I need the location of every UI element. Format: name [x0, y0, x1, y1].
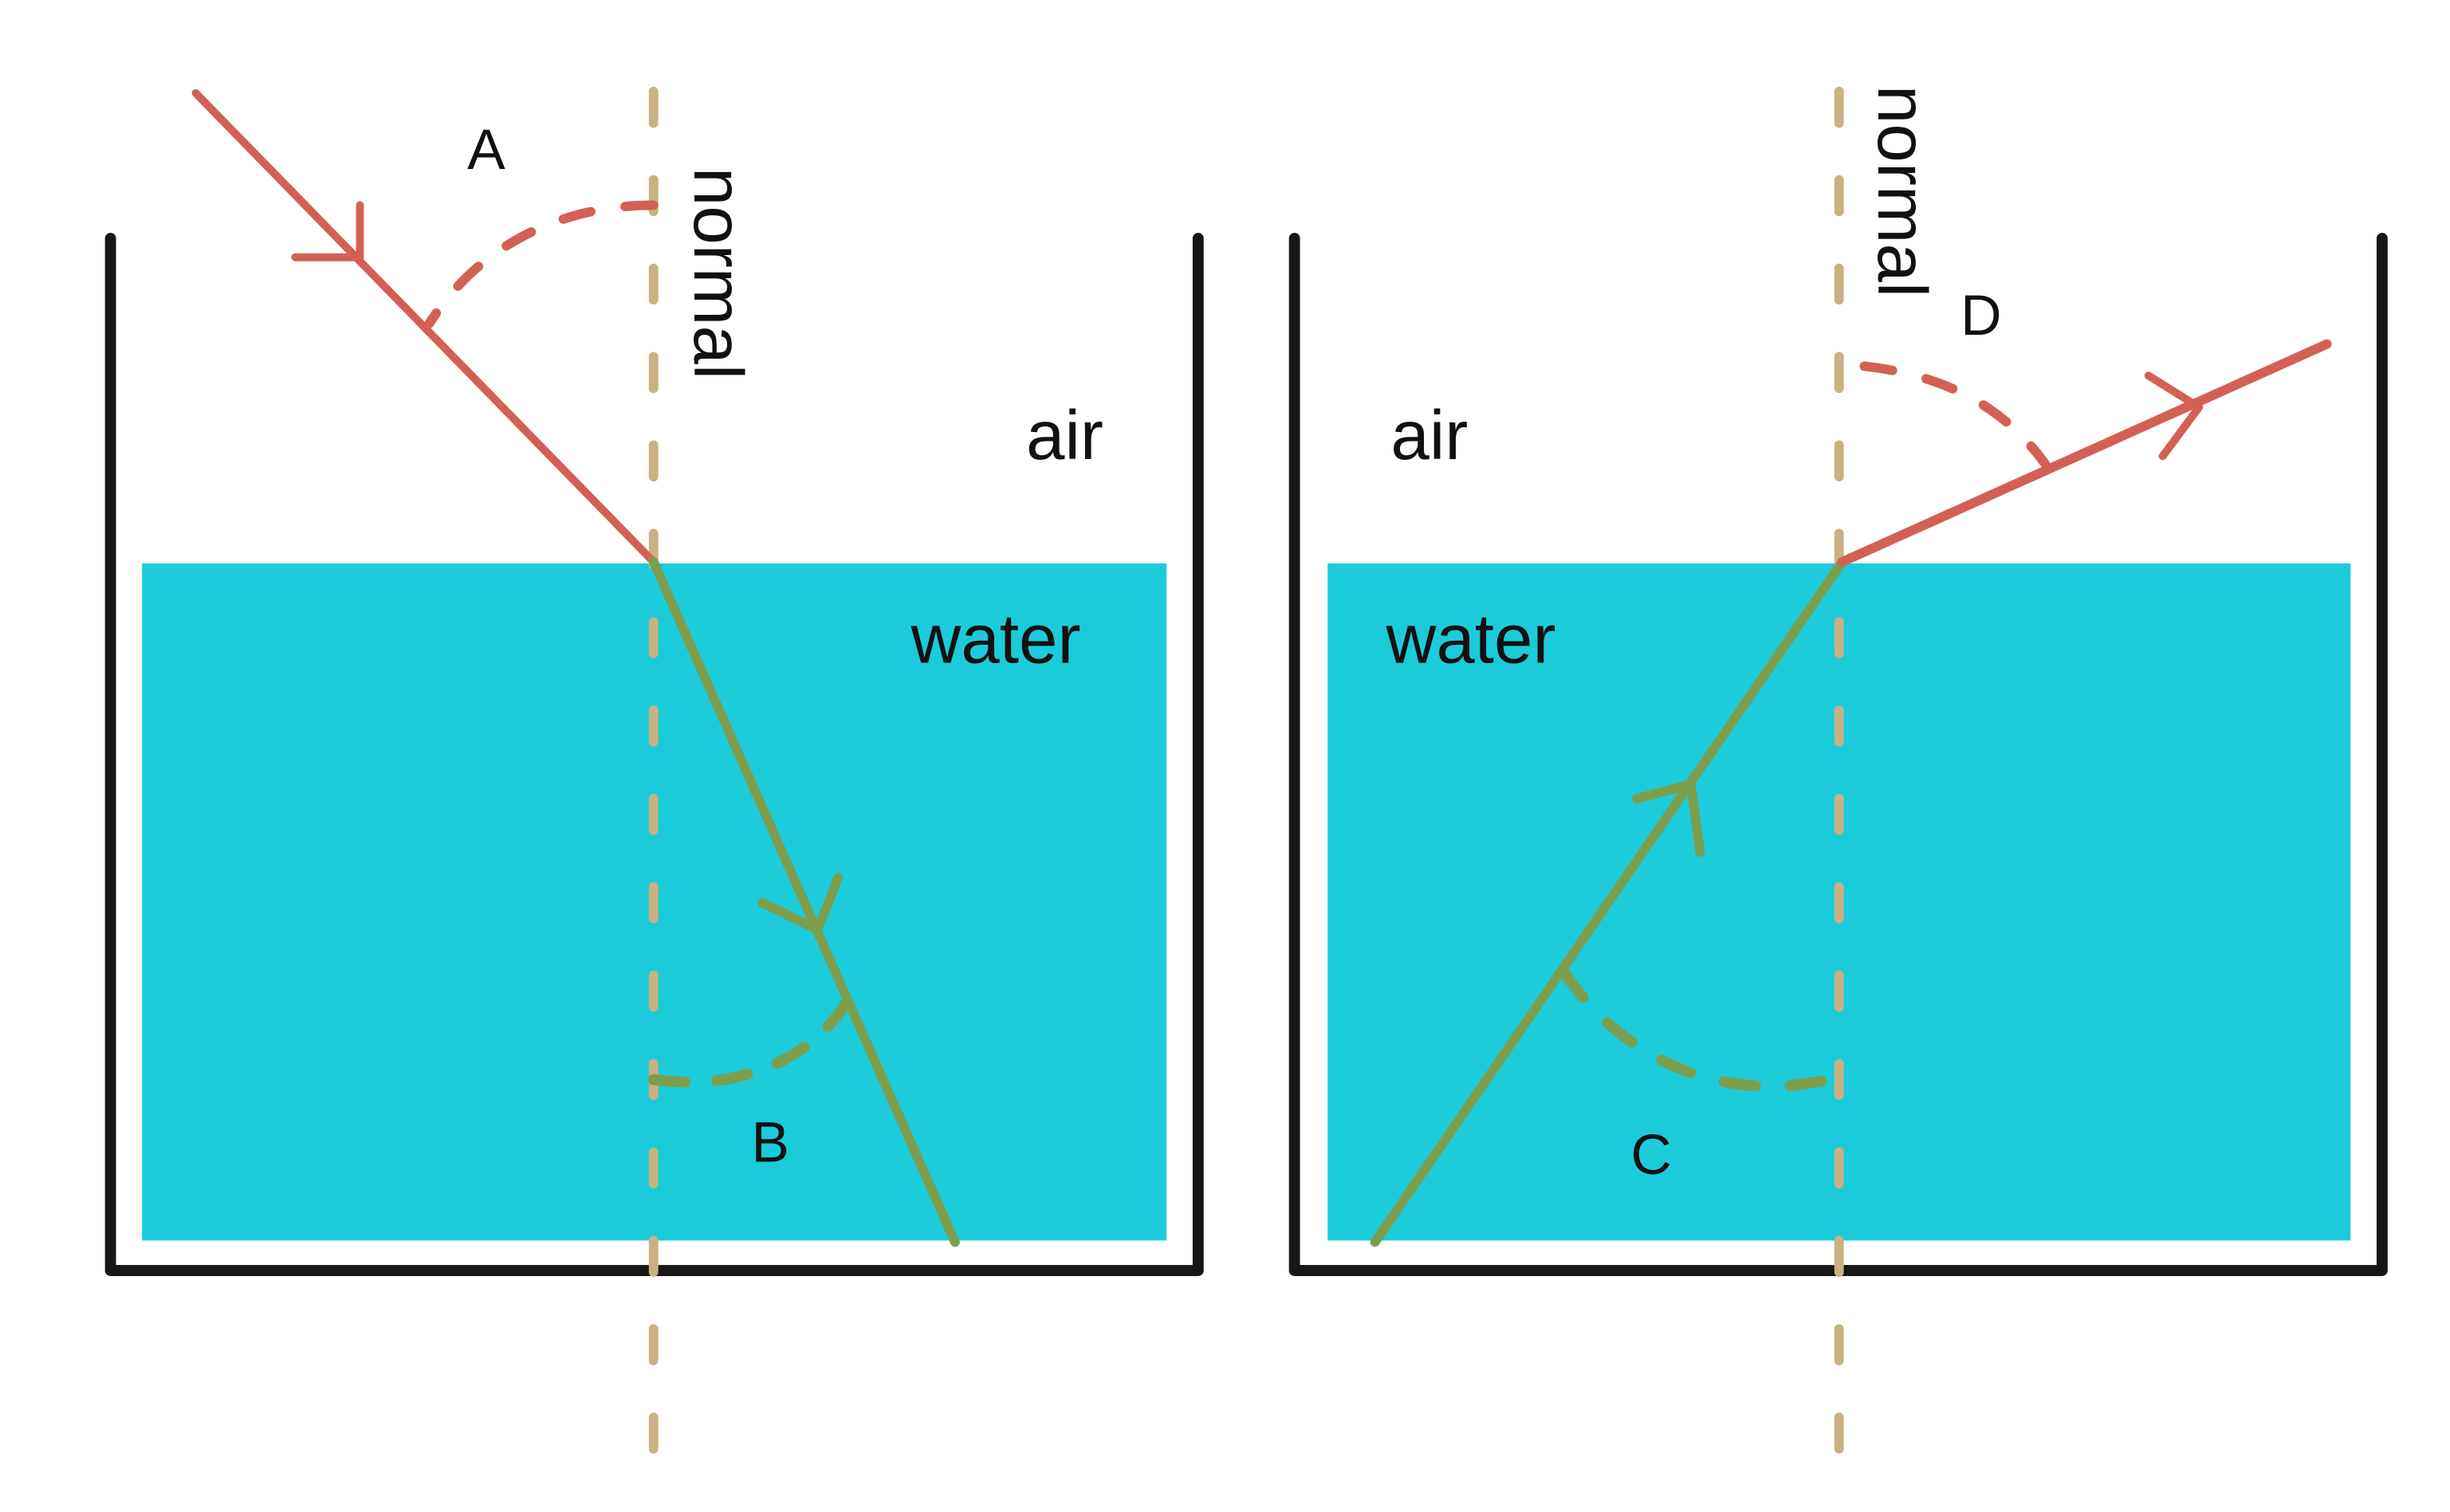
left-refracted-ray [648, 556, 960, 1247]
left-angle-b-label: B [751, 1110, 789, 1174]
left-angle-b-arc [647, 995, 854, 1088]
right-normal-label: normal [1863, 85, 1941, 297]
left-panel: A B air water normal [104, 86, 1204, 1489]
right-angle-d-label: D [1960, 284, 2001, 348]
right-angle-c-arc [1559, 966, 1850, 1092]
right-panel: C D air water normal [1288, 85, 2388, 1489]
right-refracted-ray [1837, 339, 2332, 567]
left-angle-a-label: A [467, 118, 505, 182]
right-incident-ray [1370, 556, 1847, 1247]
right-refracted-arrow-icon [2144, 371, 2204, 461]
left-refracted-arrow-icon [757, 873, 844, 935]
left-incident-ray [191, 88, 658, 566]
left-air-label: air [1026, 397, 1103, 474]
right-air-label: air [1390, 397, 1468, 474]
right-angle-c-label: C [1630, 1123, 1671, 1187]
left-normal-label: normal [679, 167, 757, 379]
right-water-label: water [1385, 601, 1555, 678]
right-angle-d-arc [1859, 361, 2053, 473]
left-angle-a-arc [424, 200, 659, 328]
right-incident-arrow-icon [1632, 780, 1705, 858]
left-incident-arrow-icon [291, 201, 364, 261]
left-water-label: water [910, 601, 1080, 678]
